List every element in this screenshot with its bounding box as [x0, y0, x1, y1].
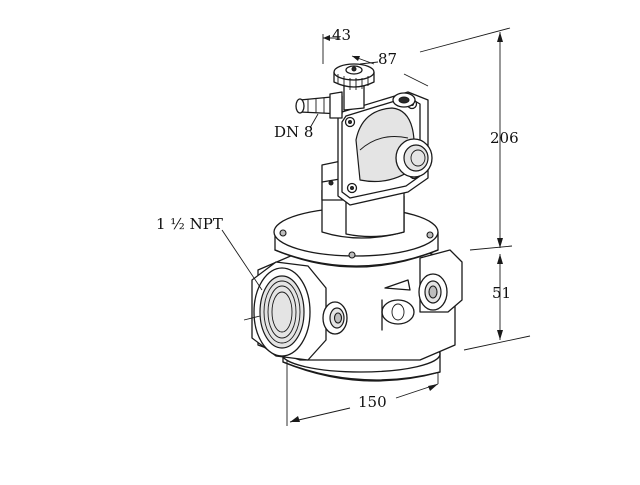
dn8-label: DN 8 — [274, 123, 314, 141]
regulator-head — [337, 91, 433, 206]
dim-87-label: 87 — [378, 50, 398, 68]
dim-206-label: 206 — [490, 129, 519, 147]
adjustment-knob — [333, 63, 375, 111]
dimension-lines — [221, 27, 531, 426]
dim-43-label: 43 — [332, 26, 352, 44]
valve-body — [251, 249, 463, 382]
dn8-connector — [295, 91, 343, 119]
dim-51-label: 51 — [492, 284, 512, 302]
dim-150-label: 150 — [358, 393, 387, 411]
thread-size-label: 1 ½ NPT — [156, 215, 223, 233]
